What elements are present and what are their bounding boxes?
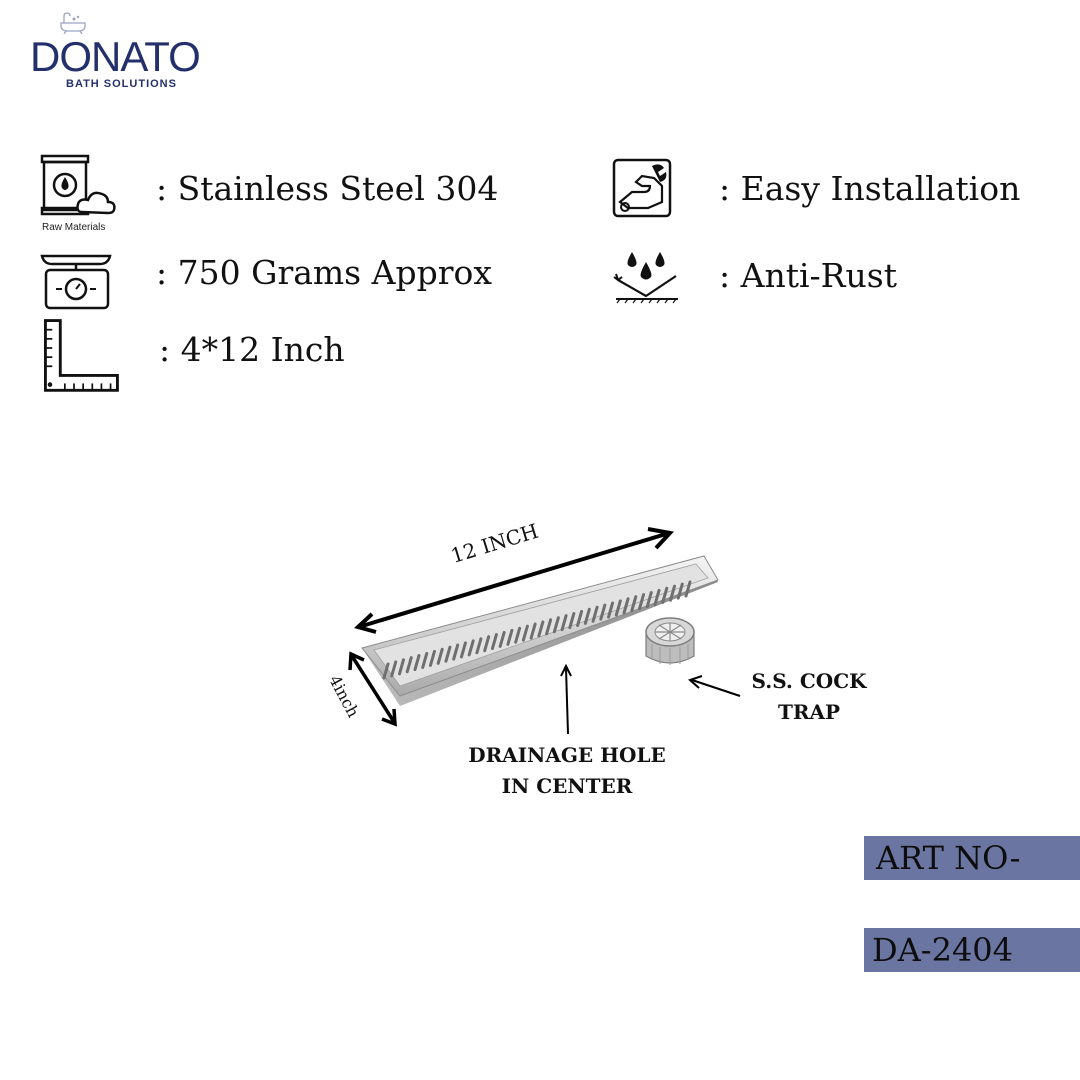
spec-installation-text: : Easy Installation bbox=[719, 169, 1021, 208]
weighing-scale-icon bbox=[40, 254, 112, 310]
grate-slot bbox=[560, 614, 568, 632]
spec-rust-text: : Anti-Rust bbox=[719, 256, 897, 295]
grate-slot bbox=[607, 601, 615, 619]
grate-slot bbox=[568, 612, 576, 630]
easy-installation-icon bbox=[612, 158, 672, 218]
raw-materials-icon bbox=[40, 154, 116, 216]
raw-materials-caption: Raw Materials bbox=[42, 222, 106, 233]
article-number-box: DA-2404 bbox=[864, 928, 1080, 972]
grate-slot bbox=[653, 588, 661, 606]
spec-weight-text: : 750 Grams Approx bbox=[156, 253, 492, 292]
grate-slot bbox=[521, 624, 529, 642]
grate-slot bbox=[669, 584, 677, 602]
grate-slot bbox=[413, 654, 421, 672]
brand-tagline: BATH SOLUTIONS bbox=[66, 78, 177, 90]
grate-slot bbox=[390, 660, 398, 678]
grate-slot bbox=[483, 635, 491, 653]
grate-slot bbox=[459, 641, 467, 659]
grate-slot bbox=[382, 662, 390, 680]
spec-material-text: : Stainless Steel 304 bbox=[156, 169, 499, 208]
grate-slot bbox=[397, 658, 405, 676]
length-arrow bbox=[354, 527, 674, 634]
grate-slot bbox=[467, 639, 475, 657]
ruler-square-icon bbox=[44, 319, 119, 392]
grate-slot bbox=[405, 656, 413, 674]
grate-slot bbox=[591, 605, 599, 623]
grate-slot bbox=[676, 582, 684, 600]
drainage-label-line1: DRAINAGE HOLE bbox=[468, 743, 666, 767]
article-label-box: ART NO- bbox=[864, 836, 1080, 880]
grate-slot bbox=[599, 603, 607, 621]
width-arrow bbox=[348, 651, 397, 727]
grate-slot bbox=[444, 645, 452, 663]
spec-material: Raw Materials bbox=[38, 152, 120, 236]
drain-illustration bbox=[348, 527, 741, 735]
grate-slot bbox=[645, 591, 653, 609]
grate-slot bbox=[614, 599, 622, 617]
brand-name: DONATO bbox=[30, 33, 201, 80]
anti-rust-icon bbox=[613, 252, 678, 304]
brand-logo: DONATO BATH SOLUTIONS bbox=[30, 12, 220, 92]
grate-slot bbox=[421, 651, 429, 669]
linear-drain bbox=[361, 555, 719, 706]
grate-slot bbox=[684, 580, 692, 598]
trap-pointer-arrow bbox=[688, 675, 741, 697]
cock-trap bbox=[645, 617, 695, 665]
grate-slot bbox=[576, 609, 584, 627]
grate-slots bbox=[382, 580, 692, 680]
grate-slot bbox=[622, 597, 630, 615]
trap-label: S.S. COCK TRAP bbox=[738, 666, 880, 728]
grate-slot bbox=[452, 643, 460, 661]
trap-label-line2: TRAP bbox=[777, 700, 841, 724]
grate-slot bbox=[661, 586, 669, 604]
grate-slot bbox=[552, 616, 560, 634]
drainage-label-line2: IN CENTER bbox=[501, 774, 633, 798]
drainage-label: DRAINAGE HOLE IN CENTER bbox=[467, 740, 667, 802]
drainage-pointer-arrow bbox=[560, 663, 572, 735]
grate-slot bbox=[436, 647, 444, 665]
trap-label-line1: S.S. COCK bbox=[751, 669, 867, 693]
spec-size-text: : 4*12 Inch bbox=[159, 330, 345, 369]
grate-slot bbox=[630, 595, 638, 613]
grate-slot bbox=[583, 607, 591, 625]
grate-slot bbox=[537, 620, 545, 638]
grate-slot bbox=[506, 628, 514, 646]
grate-slot bbox=[475, 637, 483, 655]
grate-slot bbox=[514, 626, 522, 644]
grate-slot bbox=[498, 630, 506, 648]
grate-slot bbox=[545, 618, 553, 636]
grate-slot bbox=[428, 649, 436, 667]
grate-slot bbox=[529, 622, 537, 640]
bathtub-icon bbox=[60, 12, 86, 34]
grate-slot bbox=[638, 593, 646, 611]
grate-slot bbox=[490, 633, 498, 651]
